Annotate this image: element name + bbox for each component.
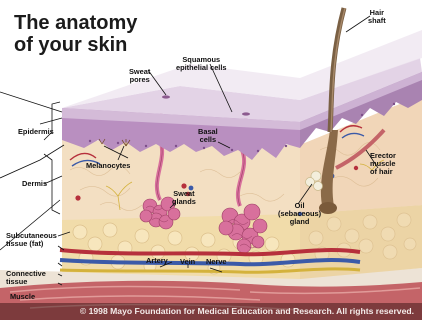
diagram-title-line-1: The anatomy xyxy=(14,12,137,34)
label-oil-gland: Oil (sebaceous) gland xyxy=(278,202,321,226)
label-subcutaneous-tissue: Subcutaneous tissue (fat) xyxy=(6,232,57,248)
label-artery: Artery xyxy=(146,257,168,265)
label-sweat-pores: Sweat pores xyxy=(129,68,150,84)
diagram-title-line-2: of your skin xyxy=(14,34,127,56)
copyright-notice: © 1998 Mayo Foundation for Medical Educa… xyxy=(0,303,422,320)
label-basal-cells: Basal cells xyxy=(198,128,218,144)
label-melanocytes: Melanocytes xyxy=(86,162,130,170)
label-connective-tissue: Connective tissue xyxy=(6,270,46,286)
label-hair-shaft: Hair shaft xyxy=(368,9,386,25)
label-nerve: Nerve xyxy=(206,258,227,266)
label-vein: Vein xyxy=(180,258,195,266)
label-sweat-glands: Sweat glands xyxy=(172,190,196,206)
label-epidermis: Epidermis xyxy=(18,128,54,136)
label-dermis: Dermis xyxy=(22,180,47,188)
label-erector-muscle: Erector muscle of hair xyxy=(370,152,396,176)
label-squamous-epithelial-cells: Squamous epithelial cells xyxy=(176,56,227,72)
label-muscle: Muscle xyxy=(10,293,35,301)
